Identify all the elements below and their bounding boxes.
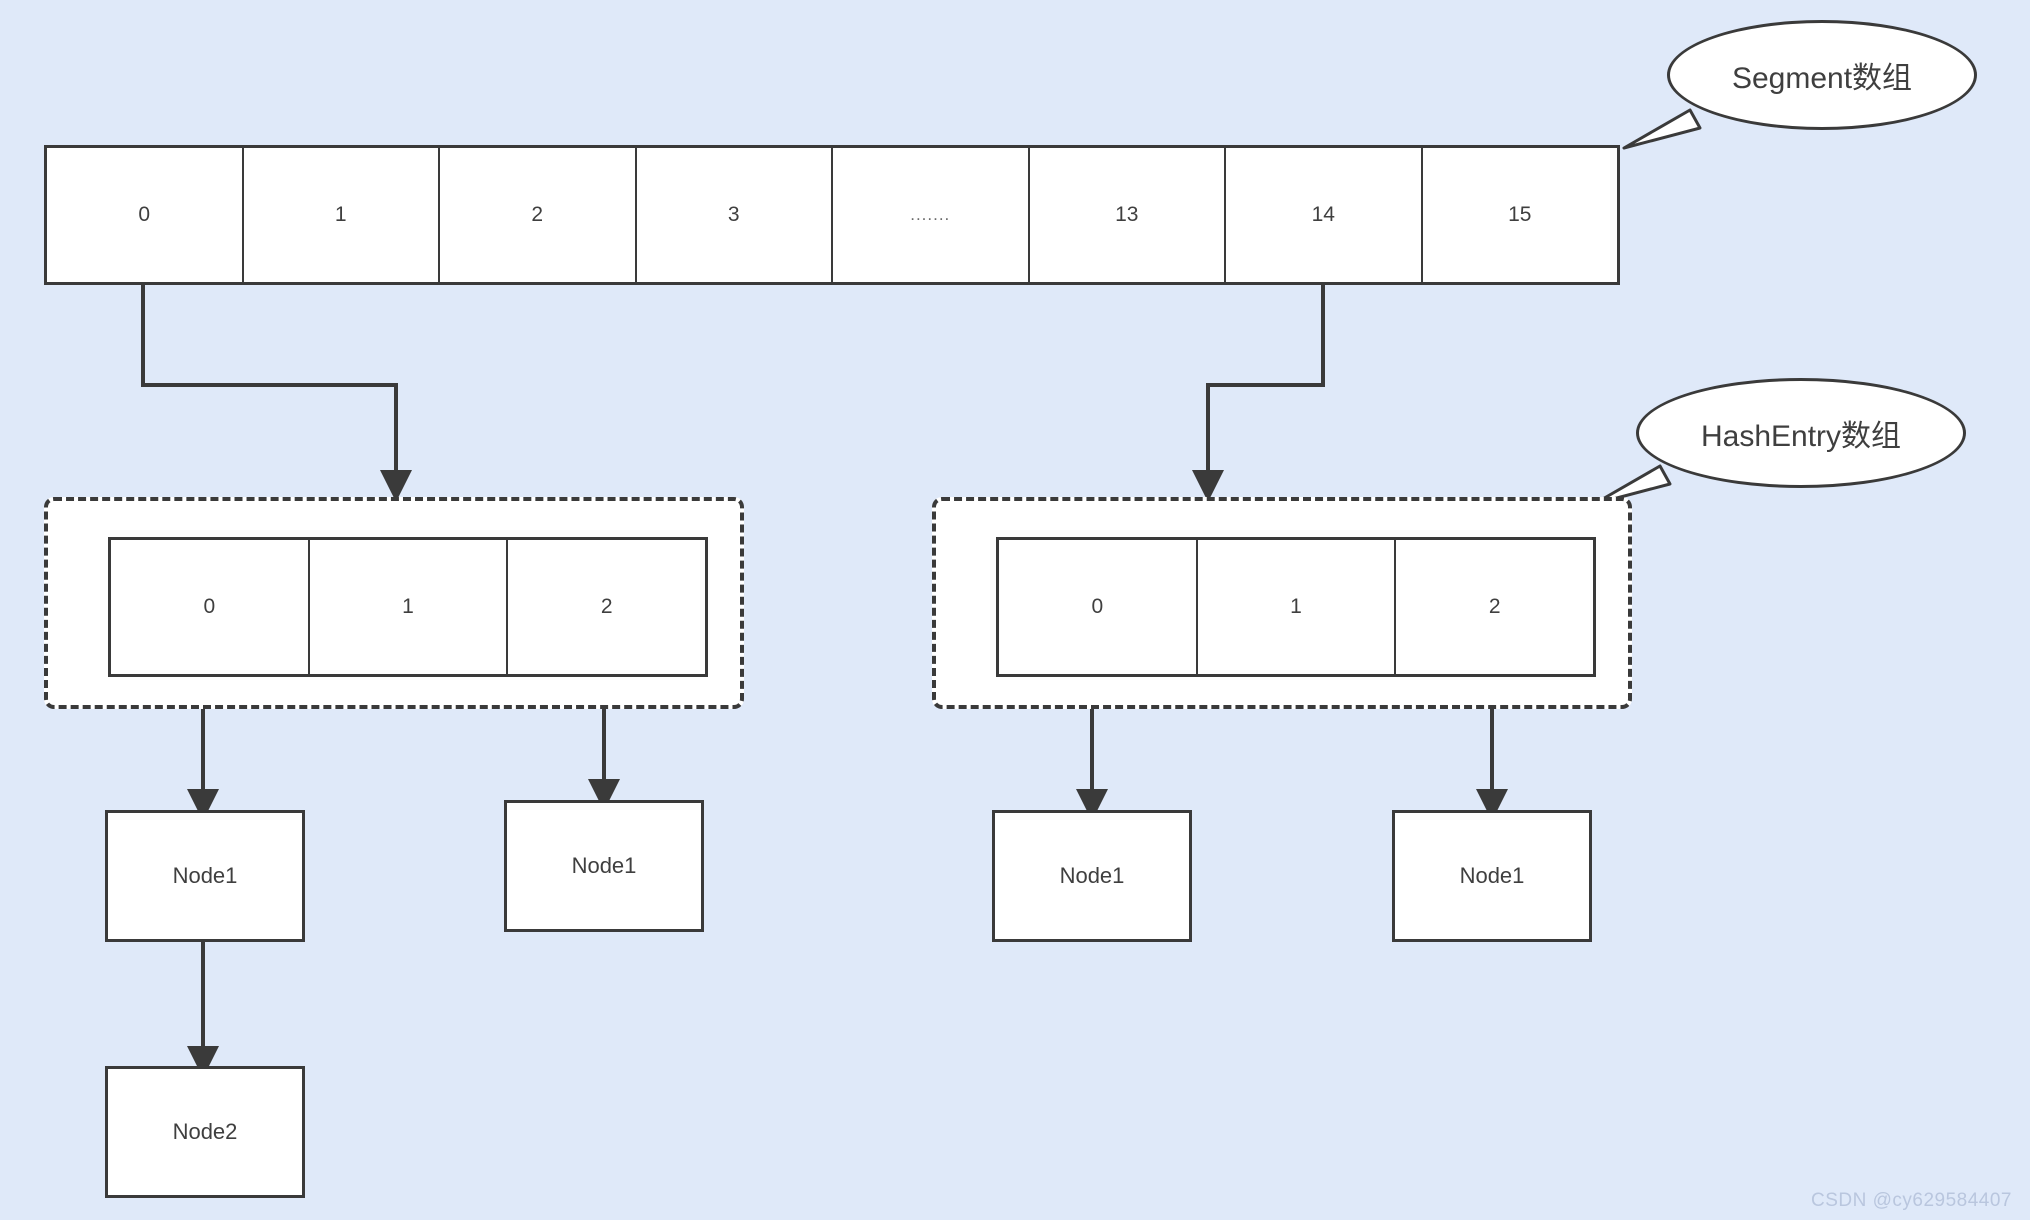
node-box-right-bucket0-node1[interactable]: Node1 <box>992 810 1192 942</box>
callout-segment-label: Segment数组 <box>1731 62 1913 95</box>
connector-segment0-to-left-group <box>141 285 412 502</box>
node-box-right-bucket2-node1[interactable]: Node1 <box>1392 810 1592 942</box>
connector-segment14-to-right-group <box>1192 285 1325 502</box>
segment-cell-13[interactable]: 13 <box>1029 148 1226 282</box>
callout-hashentry-array: HashEntry数组 <box>1636 378 1966 488</box>
callout-hashentry-label: HashEntry数组 <box>1700 420 1902 453</box>
segment-cell-3[interactable]: 3 <box>636 148 833 282</box>
hash-entry-right-cell-2[interactable]: 2 <box>1488 595 1501 618</box>
callout-tail-hashentry <box>1592 464 1672 506</box>
segment-cell-2[interactable]: 2 <box>440 148 637 282</box>
segment-cell-ellipsis: ....... <box>833 148 1030 282</box>
node-box-left-bucket0-node2[interactable]: Node2 <box>105 1066 305 1198</box>
segment-cell-1[interactable]: 1 <box>243 148 440 282</box>
node-box-left-bucket0-node1[interactable]: Node1 <box>105 810 305 942</box>
segment-array: 0 1 2 3 ....... 13 14 15 <box>44 145 1620 285</box>
hash-entry-left-cell-1[interactable]: 1 <box>310 540 509 674</box>
hash-entry-array-left: 0 1 2 <box>108 537 708 677</box>
segment-cell-0[interactable]: 0 <box>47 148 244 282</box>
hash-entry-left-cell-2[interactable]: 2 <box>600 595 613 618</box>
watermark: CSDN @cy629584407 <box>1810 1190 2012 1211</box>
callout-tail-segment <box>1622 108 1702 150</box>
hash-entry-group-right: 0 1 2 <box>932 497 1632 709</box>
hash-entry-right-cell-0[interactable]: 0 <box>999 540 1198 674</box>
segment-cell-14[interactable]: 14 <box>1226 148 1423 282</box>
node-box-left-bucket2-node1[interactable]: Node1 <box>504 800 704 932</box>
hash-entry-array-right: 0 1 2 <box>996 537 1596 677</box>
hash-entry-right-cell-1[interactable]: 1 <box>1198 540 1397 674</box>
hash-entry-group-left: 0 1 2 <box>44 497 744 709</box>
hash-entry-left-cell-0[interactable]: 0 <box>111 540 310 674</box>
callout-segment-array: Segment数组 <box>1667 20 1977 130</box>
segment-cell-15[interactable]: 15 <box>1422 148 1617 282</box>
